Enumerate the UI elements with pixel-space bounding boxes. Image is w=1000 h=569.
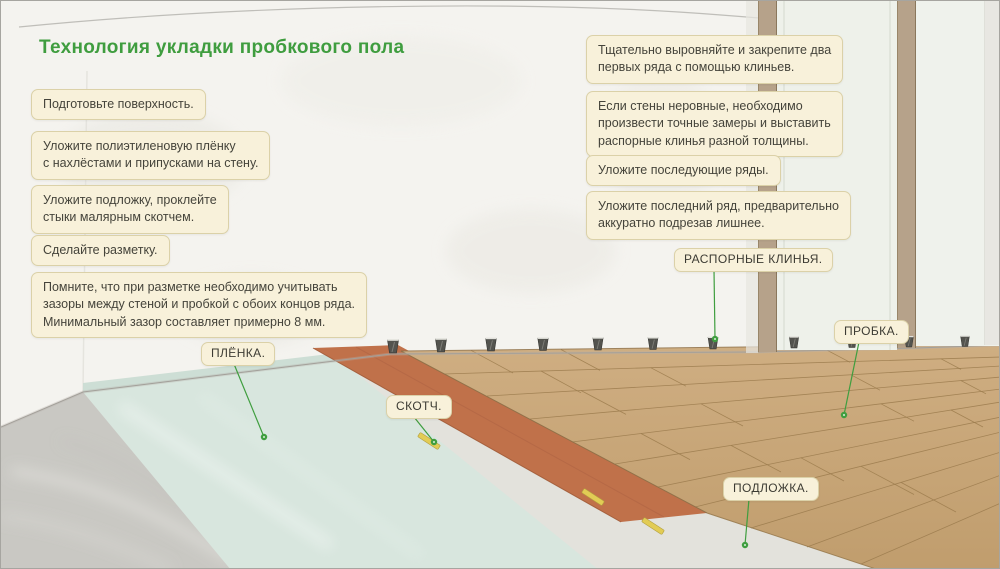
step-align-first-rows: Тщательно выровняйте и закрепите два пер…	[586, 35, 844, 84]
label-underlay: ПОДЛОЖКА.	[723, 477, 819, 501]
step-note-gaps: Помните, что при разметке необходимо учи…	[31, 272, 368, 338]
page-title: Технология укладки пробкового пола	[39, 37, 405, 58]
film-layer	[83, 360, 666, 568]
underlay-roll-edge	[312, 347, 622, 523]
step-make-marking: Сделайте разметку.	[31, 235, 170, 267]
step-prepare-surface: Подготовьте поверхность.	[31, 89, 206, 121]
step-lay-film: Уложите полиэтиленовую плёнку с нахлёста…	[31, 131, 271, 180]
cork-floor	[400, 343, 999, 568]
label-film: ПЛЁНКА.	[201, 342, 276, 366]
label-tape: СКОТЧ.	[386, 395, 452, 419]
step-lay-underlay: Уложите подложку, проклейте стыки малярн…	[31, 185, 229, 234]
step-lay-next-rows: Уложите последующие ряды.	[586, 155, 781, 187]
marker-dots	[260, 335, 848, 549]
plank-end-seams	[470, 346, 987, 513]
plank-row-lines	[443, 356, 999, 565]
underlay-roll	[313, 345, 707, 522]
doorway	[746, 1, 999, 353]
door-jamb-right	[897, 1, 916, 348]
leader-lines	[233, 269, 860, 546]
film-sheen	[118, 393, 423, 559]
step-uneven-walls: Если стены неровные, необходимо произвес…	[586, 91, 843, 157]
film-wall-allowance	[83, 352, 346, 392]
wall-floor-junction	[1, 344, 999, 428]
label-cork: ПРОБКА.	[834, 320, 909, 344]
step-lay-last-row: Уложите последний ряд, предварительно ак…	[586, 191, 851, 240]
underlay-roll-fold	[355, 346, 665, 518]
label-wedges: РАСПОРНЫЕ КЛИНЬЯ.	[674, 248, 833, 272]
